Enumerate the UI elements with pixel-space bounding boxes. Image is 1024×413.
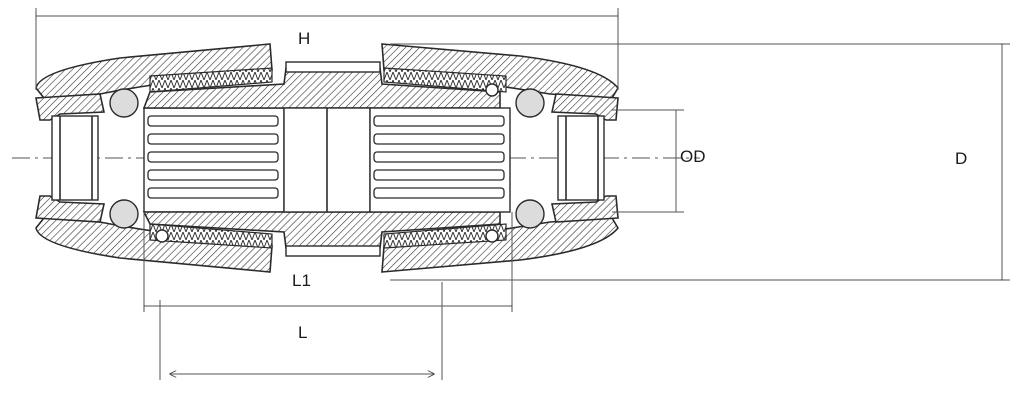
left-bore-window [51, 115, 99, 201]
dimension-label-od: OD [680, 147, 706, 166]
dimension-label-l: L [298, 323, 307, 342]
left-thread-bottom [149, 223, 273, 249]
right-small-ring-bottom [485, 229, 499, 243]
dimension-d: D [390, 43, 1010, 281]
left-end-ring-top [35, 93, 105, 121]
left-small-ring-bottom [155, 229, 169, 243]
right-grip-teeth [373, 115, 505, 199]
left-grip-teeth [147, 115, 279, 199]
dimension-l1: L1 [143, 212, 513, 312]
left-oring-top [109, 88, 139, 118]
right-small-ring-top [485, 83, 499, 97]
dimension-l: L [159, 282, 443, 380]
dimension-h: H [35, 8, 619, 90]
right-thread-top [383, 67, 507, 93]
dimension-label-l1: L1 [292, 271, 311, 290]
dimension-label-d: D [955, 149, 967, 168]
left-end-ring-bottom [35, 195, 105, 223]
center-body-top [142, 67, 501, 109]
right-bore-window [557, 115, 605, 201]
left-thread-top [149, 67, 273, 93]
dimension-label-h: H [298, 29, 310, 48]
right-oring-top [515, 88, 545, 118]
left-nut-assembly [35, 43, 285, 273]
right-end-ring-bottom [551, 195, 619, 223]
dimension-od: OD [612, 109, 706, 213]
right-end-ring-top [551, 93, 619, 121]
center-body [142, 61, 501, 257]
center-body-bottom [142, 211, 501, 249]
right-oring-bottom [515, 199, 545, 229]
right-thread-bottom [383, 223, 507, 249]
right-nut-assembly [369, 43, 619, 273]
left-oring-bottom [109, 199, 139, 229]
